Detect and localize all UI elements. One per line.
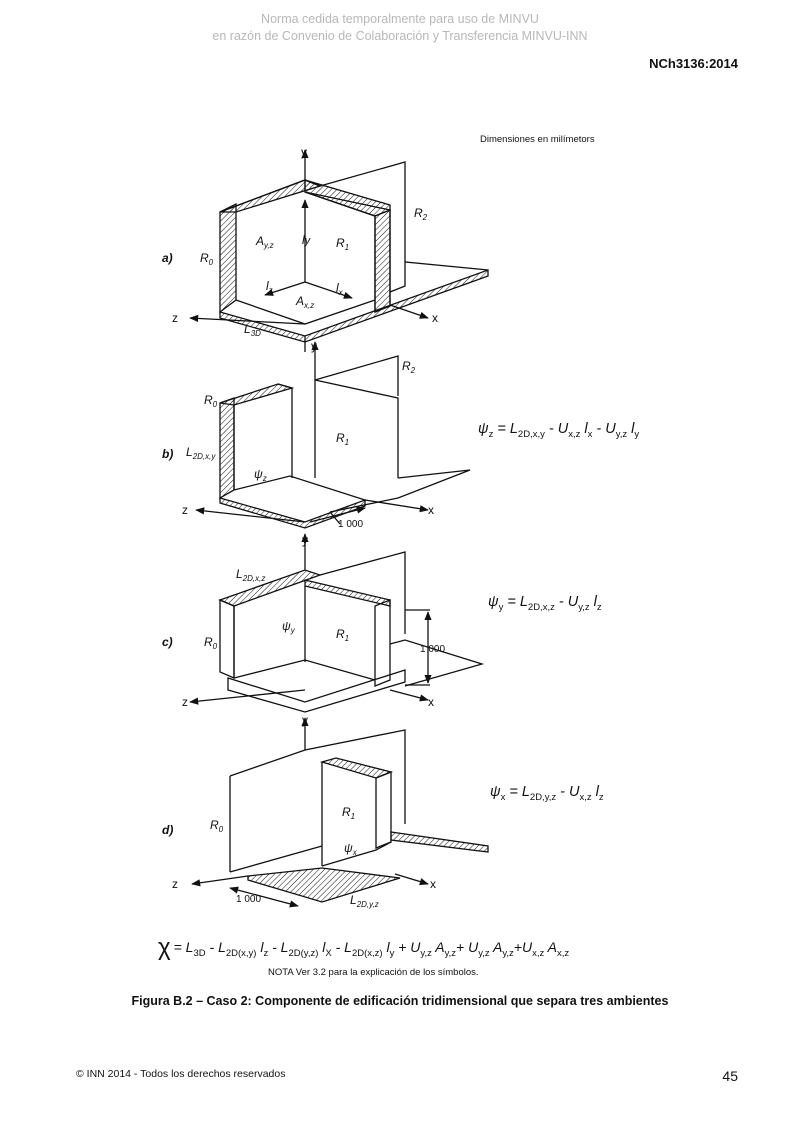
svg-text:Ay,z: Ay,z [255,234,274,250]
svg-text:R2: R2 [414,206,428,222]
panel-b [195,341,471,529]
equation-psi-x: ψx = L2D,y,z - Ux,z lz [490,784,604,803]
svg-text:R2: R2 [402,359,416,375]
svg-text:R0: R0 [204,635,218,651]
svg-text:lz: lz [266,279,273,295]
panel-c-label: c) [162,635,173,649]
watermark-line-1: Norma cedida temporalmente para uso de M… [261,12,539,26]
svg-text:R1: R1 [336,431,349,447]
chi-formula: χ= L3D - L2D(x,y) lz - L2D(y,z) lX - L2D… [158,934,570,961]
standard-code: NCh3136:2014 [649,56,738,71]
panel-a-labels: a) y z x R0 R1 R2 Ay,z Ax,z ly lz lx L3D [162,145,438,338]
svg-text:x: x [430,877,436,891]
panel-b-labels: b) y z x R0 R1 R2 L2D,x,y ψz 1 000 [162,339,434,530]
axis-x-a: x [432,311,438,325]
svg-text:lx: lx [336,281,344,297]
panel-a [189,149,489,352]
axis-y-a: y [301,145,307,159]
panel-b-label: b) [162,447,173,461]
svg-text:Ax,z: Ax,z [295,294,314,310]
dimension-1000-c: 1 000 [420,644,445,655]
svg-text:ψz: ψz [254,467,267,483]
svg-text:R1: R1 [342,805,355,821]
panel-c [189,533,485,713]
figure-caption: Figura B.2 – Caso 2: Componente de edifi… [131,994,669,1008]
watermark-line-2: en razón de Convenio de Colaboración y T… [212,29,588,43]
svg-text:R0: R0 [204,393,218,409]
svg-text:ψx: ψx [344,841,358,857]
svg-text:L2D,x,z: L2D,x,z [236,567,265,583]
svg-text:x: x [428,503,434,517]
svg-text:L2D,x,y: L2D,x,y [186,445,216,461]
panel-c-labels: c) y z x R0 R1 L2D,x,z ψy 1 000 [162,533,445,709]
svg-text:y: y [311,339,317,353]
dimension-1000-b: 1 000 [338,519,363,530]
page-number: 45 [722,1068,738,1084]
svg-text:R0: R0 [200,251,214,267]
dimensions-note: Dimensiones en milímetors [480,134,595,145]
dimension-1000-d: 1 000 [236,894,261,905]
axis-z-a: z [172,311,178,325]
svg-text:R1: R1 [336,627,349,643]
svg-text:x: x [428,695,434,709]
svg-text:ly: ly [302,233,312,247]
panel-a-label: a) [162,251,173,265]
svg-text:L2D,y,z: L2D,y,z [350,893,379,909]
svg-text:R0: R0 [210,818,224,834]
svg-text:y: y [302,713,308,727]
equation-psi-y: ψy = L2D,x,z - Uy,z lz [488,594,602,613]
equation-psi-z: ψz = L2D,x,y - Ux,z lx - Uy,z ly [478,421,640,440]
panel-d [191,717,489,908]
svg-text:R1: R1 [336,236,349,252]
svg-text:L3D: L3D [244,322,261,338]
panel-d-labels: d) y z x R0 R1 L2D,y,z ψx 1 000 [162,713,436,909]
nota-text: NOTA Ver 3.2 para la explicación de los … [268,967,479,978]
svg-text:ψy: ψy [282,619,296,635]
svg-text:z: z [182,503,188,517]
panel-d-label: d) [162,823,173,837]
svg-text:y: y [302,533,308,547]
svg-text:z: z [172,877,178,891]
svg-text:z: z [182,695,188,709]
footer-copyright: © INN 2014 - Todos los derechos reservad… [76,1068,286,1080]
